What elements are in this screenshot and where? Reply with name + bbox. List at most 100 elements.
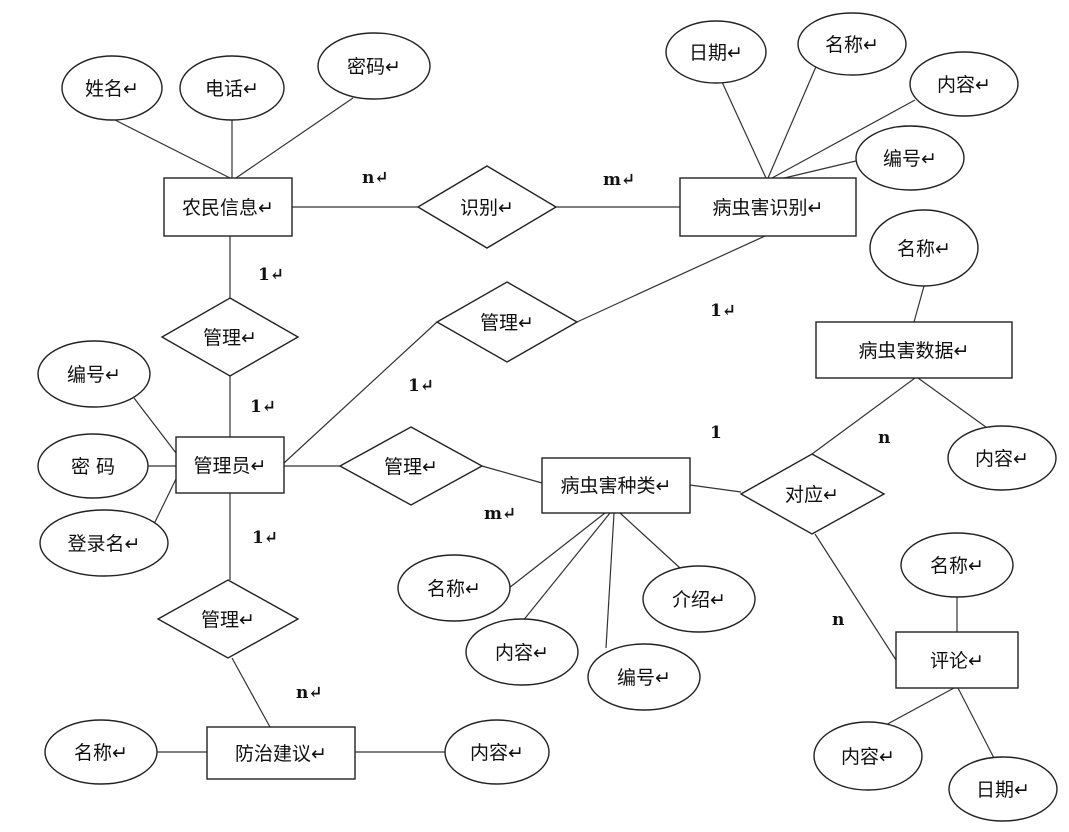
attr-identify-name: 名称↵	[797, 12, 907, 76]
svg-text:名称↵: 名称↵	[427, 578, 481, 600]
svg-text:名称↵: 名称↵	[930, 555, 984, 577]
entity-advice-label: 防治建议↵	[235, 743, 327, 765]
relationship-correspond: 对应↵	[739, 453, 886, 535]
attr-comment-date: 日期↵	[948, 756, 1058, 822]
cardinality-advice-manage: n↵	[296, 683, 323, 703]
entity-pest-identify-label: 病虫害识别↵	[713, 197, 824, 219]
line-comment-content	[881, 687, 955, 728]
svg-text:编号↵: 编号↵	[67, 364, 121, 386]
svg-text:内容↵: 内容↵	[495, 642, 549, 664]
relationship-manage-identify: 管理↵	[435, 281, 579, 363]
svg-text:登录名↵: 登录名↵	[68, 533, 141, 555]
entity-farmer-label: 农民信息↵	[182, 197, 274, 219]
line-admin-manage2	[283, 321, 438, 464]
entity-pest-data-label: 病虫害数据↵	[859, 340, 970, 362]
relationship-manage-identify-label: 管理↵	[480, 312, 534, 334]
line-admin-login	[153, 478, 177, 525]
line-pestid-name	[767, 61, 819, 179]
attr-identify-date: 日期↵	[665, 20, 767, 84]
cardinality-admin-manage-type: 1	[710, 423, 722, 443]
cardinality-admin-manage-farmer: 1↵	[250, 397, 276, 417]
attr-admin-id: 编号↵	[37, 340, 151, 408]
attr-identify-id: 编号↵	[855, 125, 965, 191]
cardinality-labels: n↵ m↵ 1↵ 1↵ 1↵ 1↵ 1 m↵ 1↵ n↵ n n	[250, 168, 890, 703]
cardinality-identify-pest: m↵	[603, 170, 635, 190]
line-comment-date	[957, 687, 997, 763]
relationship-manage-farmer-label: 管理↵	[203, 327, 257, 349]
attr-farmer-phone: 电话↵	[179, 55, 285, 121]
line-pestid-id	[775, 159, 861, 181]
attr-data-content: 内容↵	[947, 425, 1057, 491]
line-type-id	[605, 512, 615, 649]
cardinality-comment-correspond: n	[832, 610, 844, 630]
attr-comment-name: 名称↵	[900, 532, 1014, 598]
svg-text:日期↵: 日期↵	[976, 779, 1030, 801]
attr-type-id: 编号↵	[587, 643, 701, 711]
svg-text:密码↵: 密码↵	[347, 56, 401, 78]
relationship-manage-advice: 管理↵	[156, 579, 300, 659]
line-type-name	[508, 512, 606, 589]
line-type-intro	[619, 512, 681, 569]
attr-farmer-name: 姓名↵	[61, 55, 163, 121]
attr-comment-content: 内容↵	[813, 721, 923, 791]
relationship-identify-label: 识别↵	[460, 197, 514, 219]
svg-text:名称↵: 名称↵	[74, 742, 128, 764]
relationship-manage-advice-label: 管理↵	[201, 609, 255, 631]
line-type-content	[521, 512, 611, 623]
line-correspond-comment	[814, 533, 897, 661]
cardinality-farmer-manage: 1↵	[258, 265, 284, 285]
relationship-correspond-label: 对应↵	[785, 484, 839, 506]
svg-text:电话↵: 电话↵	[205, 78, 259, 100]
entity-pest-type: 病虫害种类↵	[541, 457, 691, 514]
cardinality-admin-manage-advice: 1↵	[252, 528, 278, 548]
attr-type-name: 名称↵	[397, 554, 511, 622]
attr-type-content: 内容↵	[465, 618, 579, 686]
entity-pest-identify: 病虫害识别↵	[679, 177, 857, 237]
attr-advice-name: 名称↵	[44, 719, 158, 785]
line-data-content	[917, 377, 991, 431]
attr-admin-password: 密 码	[37, 433, 149, 499]
line-pestid-content	[771, 99, 916, 179]
attr-admin-login: 登录名↵	[39, 509, 169, 577]
entity-farmer: 农民信息↵	[163, 177, 293, 237]
line-manage2-pestid	[576, 235, 766, 323]
entity-admin-label: 管理员↵	[194, 455, 267, 477]
cardinality-manage-identify-right: 1↵	[710, 301, 736, 321]
svg-text:名称↵: 名称↵	[825, 34, 879, 56]
entity-comment-label: 评论↵	[930, 650, 984, 672]
entity-advice: 防治建议↵	[206, 726, 356, 780]
relationship-manage-type: 管理↵	[338, 426, 484, 506]
connector-lines	[114, 61, 997, 763]
cardinality-type-manage: m↵	[484, 504, 516, 524]
line-manage4-advice	[231, 657, 271, 728]
attr-farmer-password: 密码↵	[317, 32, 431, 100]
svg-text:内容↵: 内容↵	[937, 74, 991, 96]
entity-comment: 评论↵	[895, 631, 1019, 689]
cardinality-admin-manage-identify: 1↵	[408, 376, 434, 396]
line-correspond-data	[811, 377, 916, 455]
svg-text:名称↵: 名称↵	[897, 238, 951, 260]
line-admin-id	[133, 397, 177, 454]
attr-identify-content: 内容↵	[909, 51, 1019, 117]
relationship-manage-farmer: 管理↵	[160, 297, 300, 377]
svg-text:内容↵: 内容↵	[841, 746, 895, 768]
line-data-name	[913, 285, 925, 323]
cardinality-data-correspond: n	[878, 428, 890, 448]
attr-data-name: 名称↵	[869, 209, 979, 287]
attr-advice-content: 内容↵	[444, 719, 550, 785]
entity-pest-type-label: 病虫害种类↵	[561, 475, 672, 497]
svg-text:编号↵: 编号↵	[617, 667, 671, 689]
line-manage3-type	[481, 465, 543, 484]
svg-text:内容↵: 内容↵	[975, 448, 1029, 470]
svg-text:姓名↵: 姓名↵	[85, 78, 139, 100]
line-pestid-date	[721, 81, 767, 179]
attr-type-intro: 介绍↵	[642, 565, 756, 633]
svg-text:日期↵: 日期↵	[689, 42, 743, 64]
svg-text:密 码: 密 码	[71, 456, 115, 478]
relationship-identify: 识别↵	[416, 165, 558, 249]
svg-text:编号↵: 编号↵	[883, 148, 937, 170]
entity-admin: 管理员↵	[175, 436, 285, 494]
svg-text:内容↵: 内容↵	[470, 742, 524, 764]
relationship-manage-type-label: 管理↵	[384, 456, 438, 478]
